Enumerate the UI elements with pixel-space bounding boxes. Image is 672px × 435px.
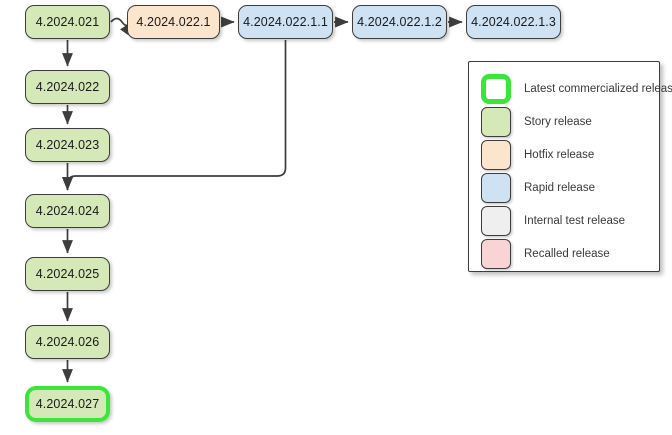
legend-label-recalled: Recalled release — [524, 248, 610, 260]
legend-label-internal: Internal test release — [524, 215, 626, 227]
legend-swatch-hotfix-icon — [481, 140, 511, 170]
edge-02211-merge-to-024 — [62, 40, 287, 191]
legend-swatch-latest-icon — [481, 74, 511, 104]
release-node-n0221[interactable]: 4.2024.022.1 — [127, 5, 220, 39]
legend-row-internal: Internal test release — [481, 206, 625, 236]
release-node-n025[interactable]: 4.2024.025 — [25, 257, 110, 291]
legend-row-rapid: Rapid release — [481, 173, 595, 203]
release-node-n026[interactable]: 4.2024.026 — [25, 325, 110, 359]
release-node-n02212[interactable]: 4.2024.022.1.2 — [352, 5, 447, 39]
legend-label-hotfix: Hotfix release — [524, 149, 595, 161]
legend-swatch-internal-icon — [481, 206, 511, 236]
legend-row-latest: Latest commercialized release — [481, 74, 672, 104]
legend-label-rapid: Rapid release — [524, 182, 595, 194]
release-node-n022[interactable]: 4.2024.022 — [25, 70, 110, 104]
release-node-n02211[interactable]: 4.2024.022.1.1 — [238, 5, 333, 39]
legend-label-latest: Latest commercialized release — [524, 83, 672, 95]
release-node-n021[interactable]: 4.2024.021 — [25, 5, 110, 39]
legend-swatch-recalled-icon — [481, 239, 511, 269]
legend-row-recalled: Recalled release — [481, 239, 610, 269]
legend-row-hotfix: Hotfix release — [481, 140, 594, 170]
release-node-n023[interactable]: 4.2024.023 — [25, 128, 110, 162]
release-node-n027[interactable]: 4.2024.027 — [25, 386, 110, 422]
release-node-n02213[interactable]: 4.2024.022.1.3 — [466, 5, 561, 39]
legend-swatch-story-icon — [481, 107, 511, 137]
release-node-n024[interactable]: 4.2024.024 — [25, 194, 110, 228]
legend-label-story: Story release — [524, 116, 592, 128]
legend-swatch-rapid-icon — [481, 173, 511, 203]
legend-row-story: Story release — [481, 107, 592, 137]
